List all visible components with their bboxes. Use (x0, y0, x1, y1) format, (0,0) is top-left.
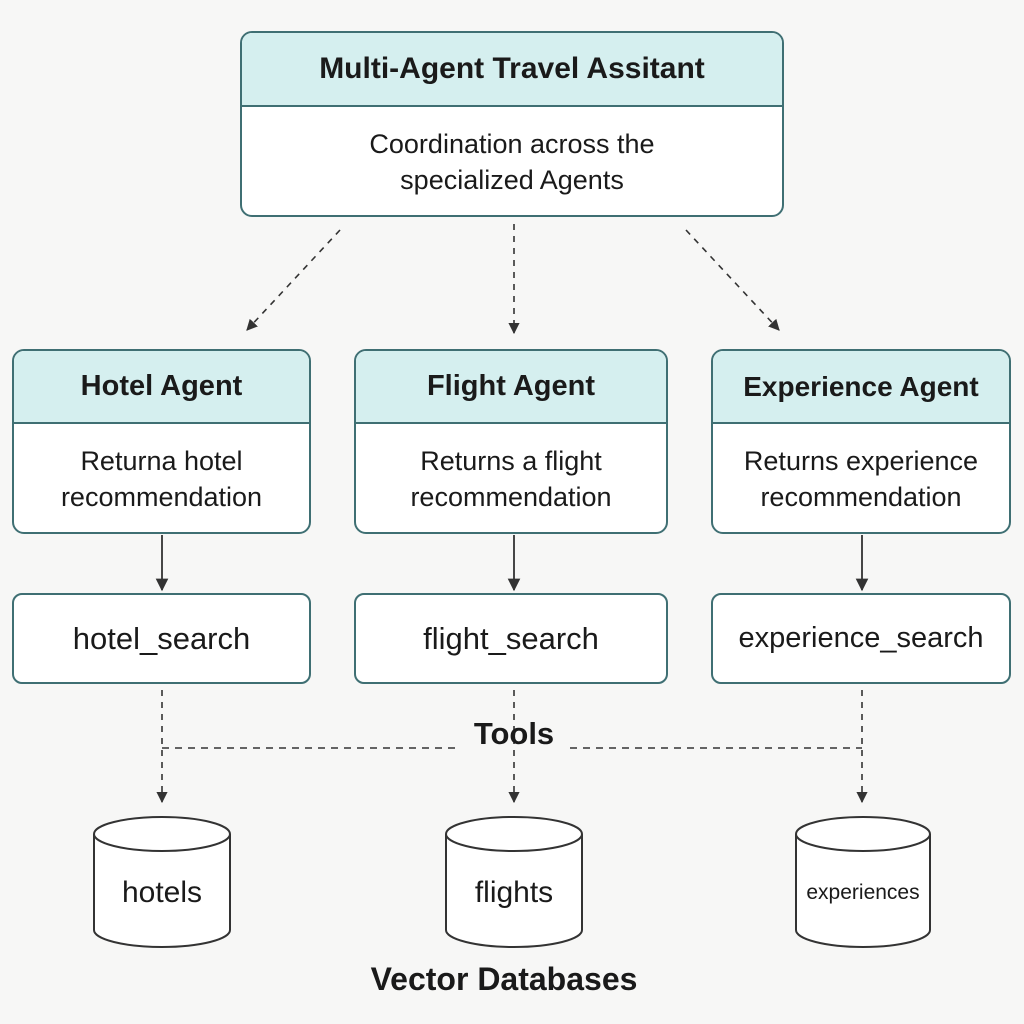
hotels-database-icon (93, 816, 231, 948)
orchestrator-to-experience-arrow (685, 229, 780, 331)
flights-database-icon (445, 816, 583, 948)
flight-agent-title: Flight Agent (356, 351, 666, 424)
experiences-database-icon (795, 816, 931, 948)
flight-agent-description: Returns a flight recommendation (410, 445, 612, 512)
hotel-search-tool: hotel_search (12, 593, 311, 684)
experience-agent-title: Experience Agent (713, 351, 1009, 424)
orchestrator-card: Multi-Agent Travel Assitant Coordination… (240, 31, 784, 217)
hotel-agent-description: Returna hotel recommendation (60, 445, 263, 512)
hotel-agent-title: Hotel Agent (14, 351, 309, 424)
experiences-database-label: experiences (806, 881, 920, 904)
orchestrator-title: Multi-Agent Travel Assitant (242, 33, 782, 107)
experience-agent-card: Experience Agent Returns experience reco… (711, 349, 1011, 534)
flight-search-tool: flight_search (354, 593, 668, 684)
orchestrator-description: Coordination across the specialized Agen… (369, 128, 655, 195)
vector-databases-label: Vector Databases (370, 961, 638, 997)
experience-search-tool: experience_search (711, 593, 1011, 684)
orchestrator-to-hotel-arrow (246, 229, 341, 331)
hotel-agent-card: Hotel Agent Returna hotel recommendation (12, 349, 311, 534)
flight-agent-card: Flight Agent Returns a flight recommenda… (354, 349, 668, 534)
hotels-database-label: hotels (121, 876, 203, 909)
experience-agent-description: Returns experience recommendation (743, 445, 979, 512)
flights-database-label: flights (474, 876, 554, 909)
tools-label: Tools (473, 716, 555, 751)
